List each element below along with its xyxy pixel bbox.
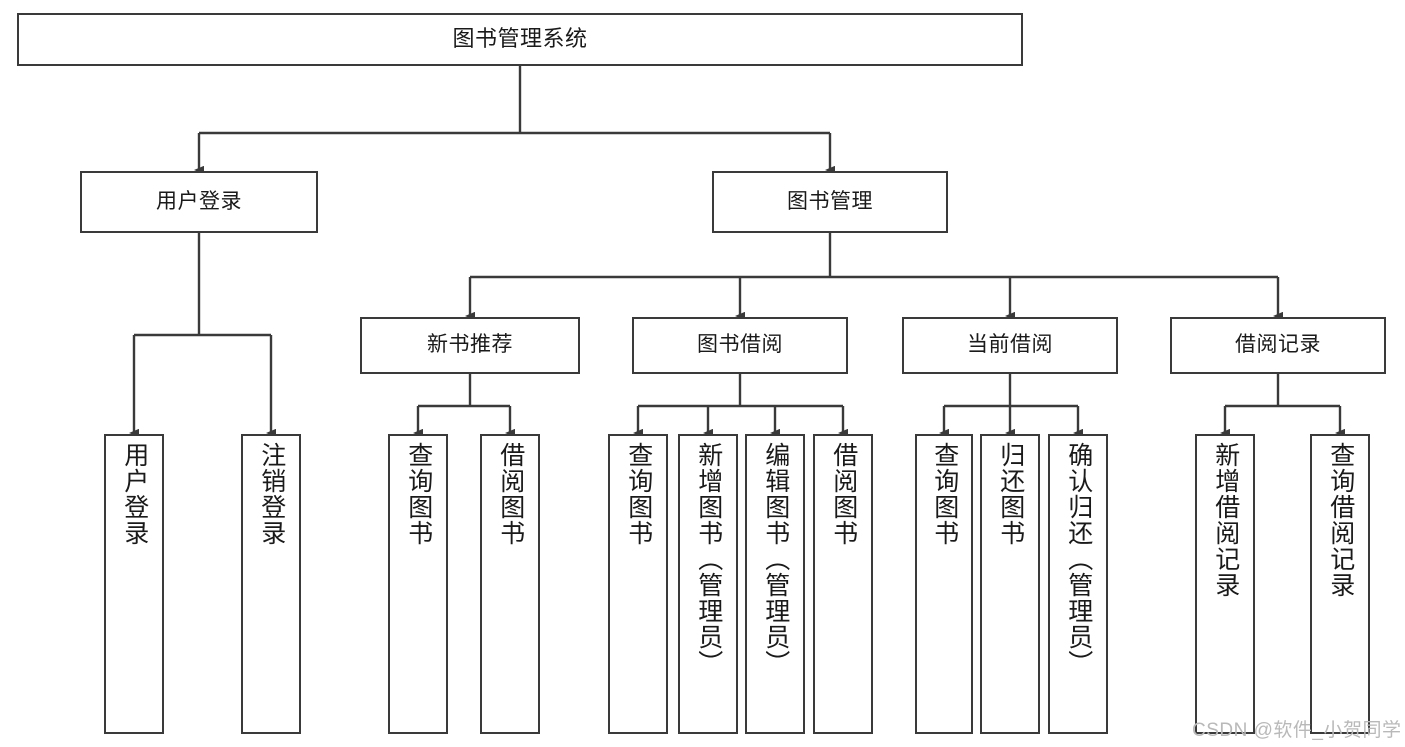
node-label: 借阅图书 xyxy=(829,442,858,546)
node-label: 借阅图书 xyxy=(496,442,525,546)
node-leaf4[interactable]: 借阅图书 xyxy=(480,434,540,734)
node-label: 新增图书（管理员） xyxy=(694,442,723,676)
node-label: 新增借阅记录 xyxy=(1211,442,1240,598)
node-leaf10[interactable]: 归还图书 xyxy=(980,434,1040,734)
node-label: 查询图书 xyxy=(404,442,433,546)
node-label: 图书管理 xyxy=(787,189,873,213)
node-borrow[interactable]: 图书借阅 xyxy=(632,317,848,374)
node-leaf2[interactable]: 注销登录 xyxy=(241,434,301,734)
node-label: 编辑图书（管理员） xyxy=(761,442,790,676)
node-leaf12[interactable]: 新增借阅记录 xyxy=(1195,434,1255,734)
node-records[interactable]: 借阅记录 xyxy=(1170,317,1386,374)
node-newbook[interactable]: 新书推荐 xyxy=(360,317,580,374)
node-root[interactable]: 图书管理系统 xyxy=(17,13,1023,66)
node-login[interactable]: 用户登录 xyxy=(80,171,318,233)
node-current[interactable]: 当前借阅 xyxy=(902,317,1118,374)
edges xyxy=(129,66,1345,438)
node-leaf9[interactable]: 查询图书 xyxy=(915,434,973,734)
node-bookmgmt[interactable]: 图书管理 xyxy=(712,171,948,233)
node-label: 借阅记录 xyxy=(1235,333,1321,357)
node-label: 查询借阅记录 xyxy=(1326,442,1355,598)
node-leaf5[interactable]: 查询图书 xyxy=(608,434,668,734)
node-label: 当前借阅 xyxy=(967,333,1053,357)
node-label: 查询图书 xyxy=(624,442,653,546)
node-label: 确认归还（管理员） xyxy=(1064,442,1093,676)
node-leaf7[interactable]: 编辑图书（管理员） xyxy=(745,434,805,734)
csdn-watermark: CSDN @软件_小贺同学 xyxy=(1192,720,1402,741)
node-leaf11[interactable]: 确认归还（管理员） xyxy=(1048,434,1108,734)
node-leaf3[interactable]: 查询图书 xyxy=(388,434,448,734)
node-label: 查询图书 xyxy=(930,442,959,546)
node-leaf6[interactable]: 新增图书（管理员） xyxy=(678,434,738,734)
node-label: 图书借阅 xyxy=(697,333,783,357)
node-leaf13[interactable]: 查询借阅记录 xyxy=(1310,434,1370,734)
node-label: 用户登录 xyxy=(156,189,242,213)
node-leaf8[interactable]: 借阅图书 xyxy=(813,434,873,734)
node-label: 图书管理系统 xyxy=(452,26,588,52)
node-label: 新书推荐 xyxy=(427,333,513,357)
node-label: 用户登录 xyxy=(120,442,149,546)
node-label: 归还图书 xyxy=(996,442,1025,546)
node-label: 注销登录 xyxy=(257,442,286,546)
node-leaf1[interactable]: 用户登录 xyxy=(104,434,164,734)
